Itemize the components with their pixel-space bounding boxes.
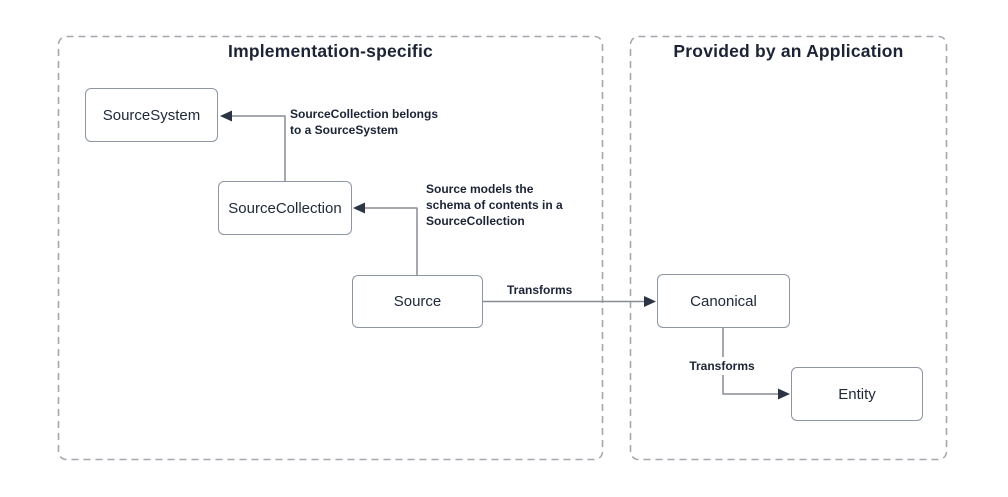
arrowhead-to-canonical-icon (644, 296, 656, 307)
group-title-implementation-specific: Implementation-specific (228, 41, 433, 61)
node-sourcecollection: SourceCollection (218, 181, 352, 235)
edge-label-sourcecollection-belongs: SourceCollection belongs to a SourceSyst… (290, 106, 439, 138)
arrowhead-to-entity-icon (778, 388, 790, 400)
group-implementation-specific-border (57, 35, 604, 461)
node-entity: Entity (791, 367, 923, 421)
edge-label-transforms-source-canonical: Transforms (507, 282, 573, 298)
node-source: Source (352, 275, 483, 328)
edge-label-line: to a SourceSystem (290, 123, 399, 137)
edge-label-line: SourceCollection (426, 214, 525, 228)
edge-label-line: Source models the (426, 182, 534, 196)
edge-sourcecollection-to-sourcesystem (226, 115, 286, 181)
arrowhead-to-sourcecollection-icon (353, 202, 365, 214)
edge-label-transforms-canonical-entity: Transforms (686, 357, 758, 375)
arrowhead-to-sourcesystem-icon (220, 110, 232, 122)
edge-label-line: Transforms (507, 283, 573, 297)
edge-source-to-sourcecollection (359, 207, 418, 275)
edge-canonical-to-entity (722, 328, 779, 395)
node-sourcesystem: SourceSystem (85, 88, 218, 142)
edge-label-line: Transforms (689, 359, 755, 373)
edge-label-line: SourceCollection belongs (290, 107, 439, 121)
node-canonical: Canonical (657, 274, 790, 328)
edge-label-source-models: Source models the schema of contents in … (426, 181, 563, 229)
group-provided-by-application-border (629, 35, 948, 461)
group-title-provided-by-application: Provided by an Application (673, 41, 904, 61)
edge-label-line: schema of contents in a (426, 198, 563, 212)
